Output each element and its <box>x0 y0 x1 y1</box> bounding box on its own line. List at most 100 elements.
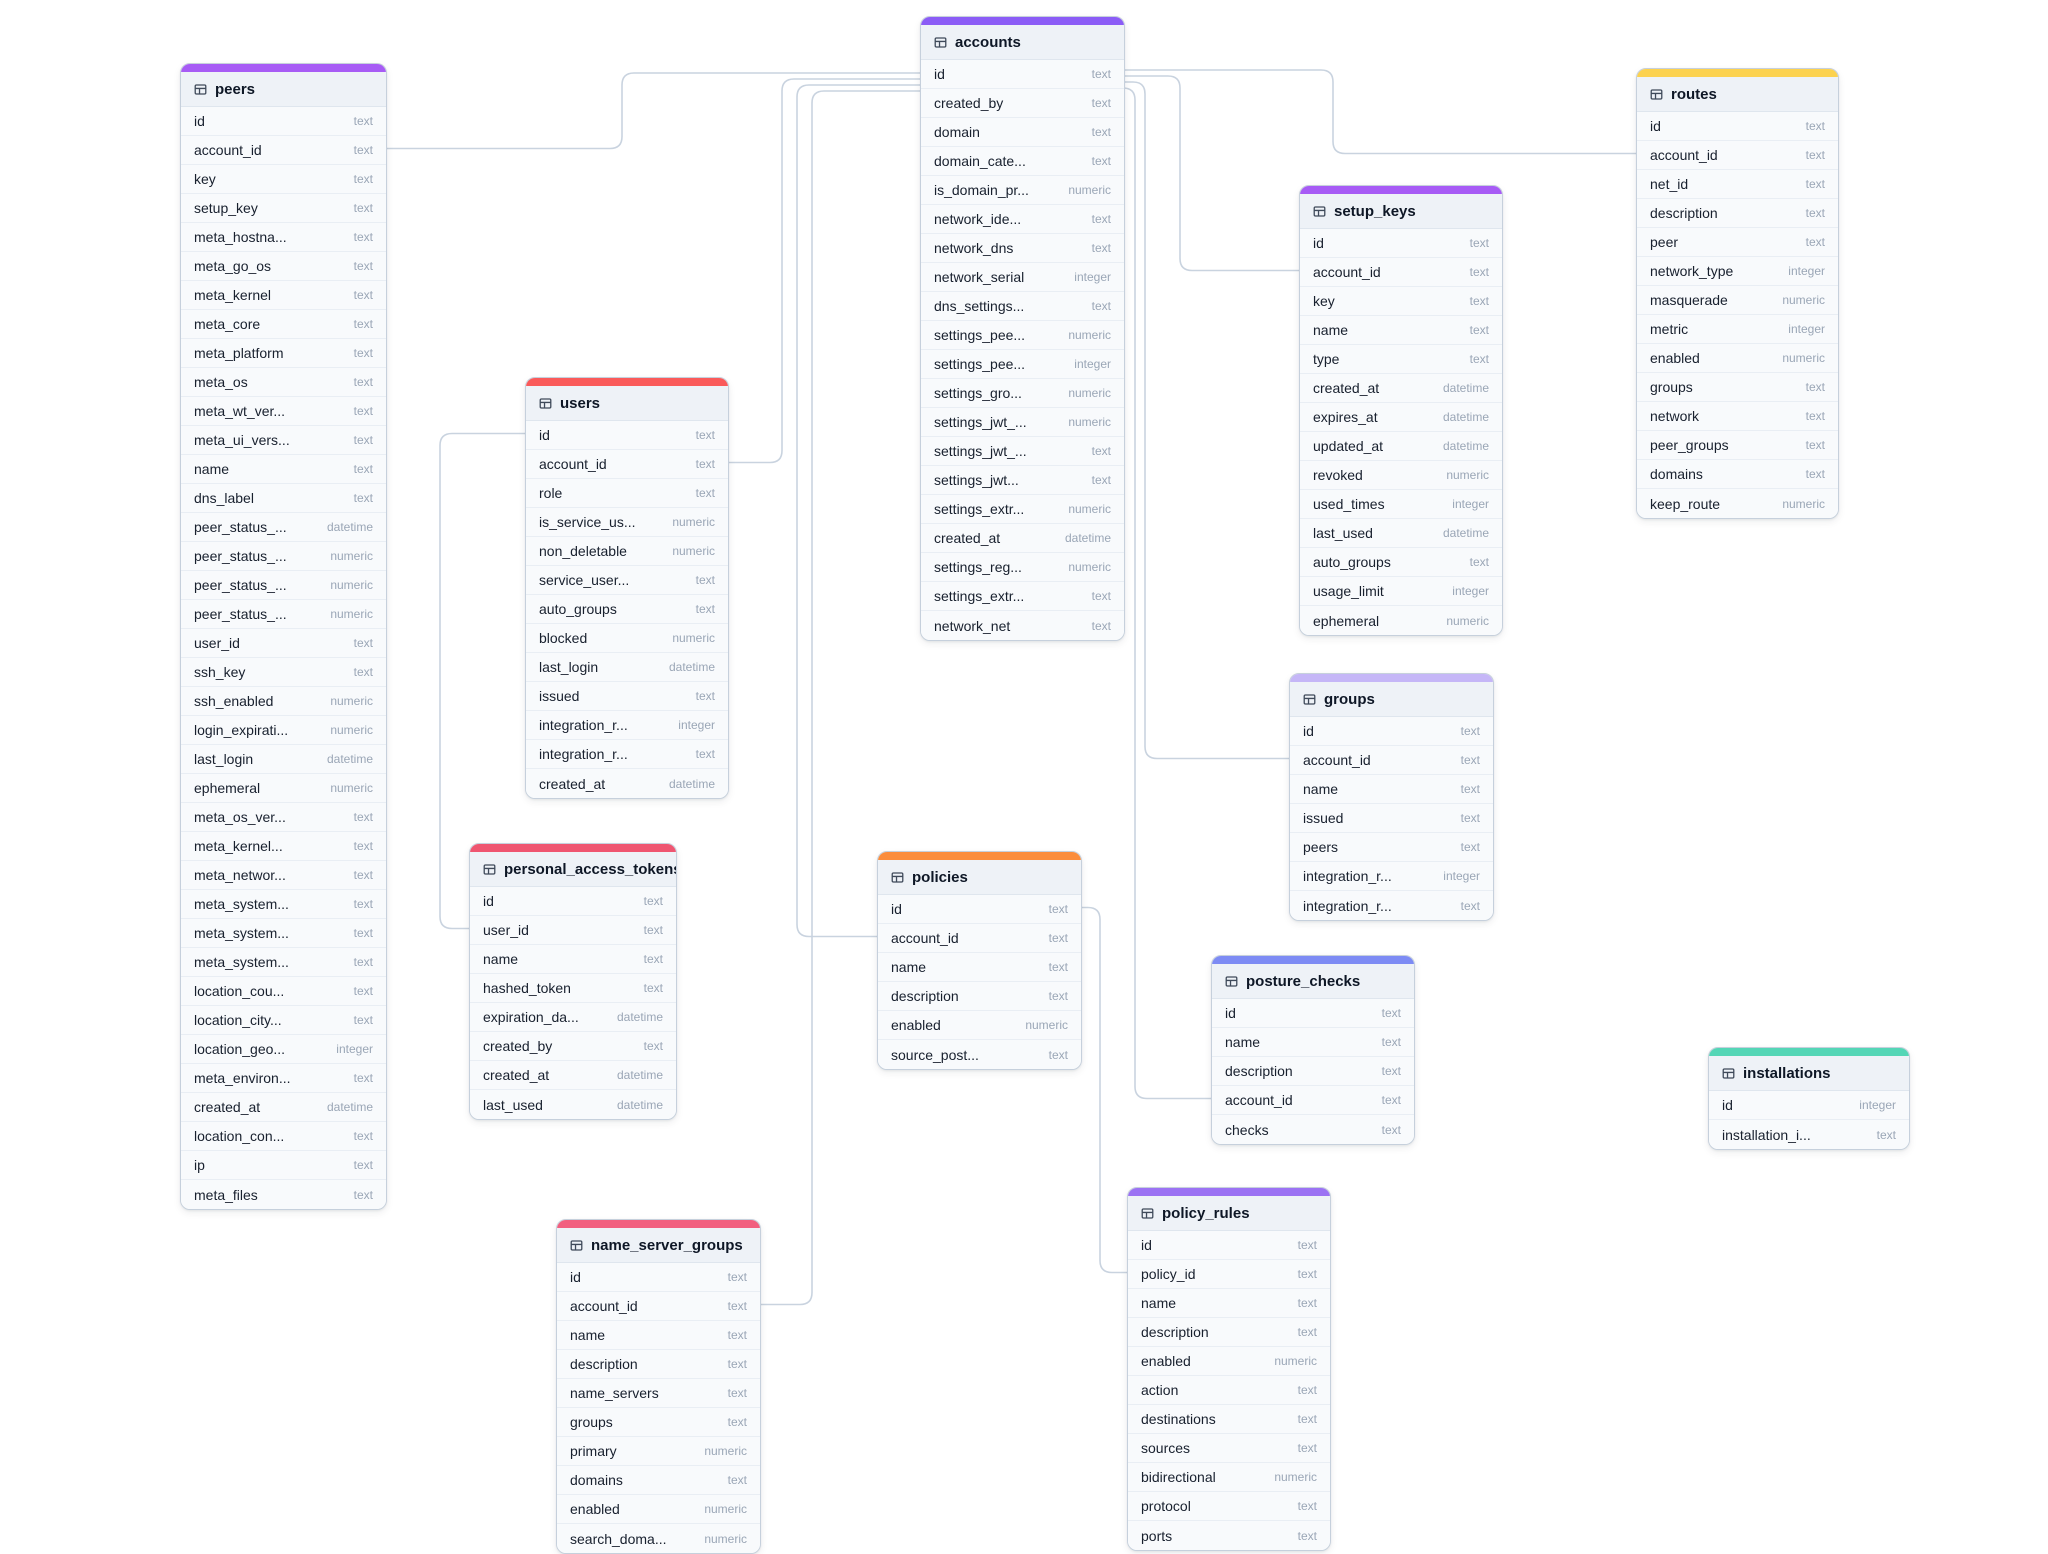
field-row[interactable]: location_geo...integer <box>181 1035 386 1064</box>
field-row[interactable]: integration_r...integer <box>1290 862 1493 891</box>
field-row[interactable]: integration_r...text <box>1290 891 1493 920</box>
table-header[interactable]: posture_checks <box>1212 964 1414 999</box>
field-row[interactable]: expiration_da...datetime <box>470 1003 676 1032</box>
field-row[interactable]: service_user...text <box>526 566 728 595</box>
field-row[interactable]: meta_system...text <box>181 948 386 977</box>
field-row[interactable]: settings_extr...text <box>921 582 1124 611</box>
field-row[interactable]: meta_ui_vers...text <box>181 426 386 455</box>
field-row[interactable]: peer_status_...numeric <box>181 571 386 600</box>
field-row[interactable]: installation_i...text <box>1709 1120 1909 1149</box>
field-row[interactable]: meta_os_ver...text <box>181 803 386 832</box>
field-row[interactable]: meta_wt_ver...text <box>181 397 386 426</box>
field-row[interactable]: settings_jwt_...text <box>921 437 1124 466</box>
field-row[interactable]: is_service_us...numeric <box>526 508 728 537</box>
field-row[interactable]: domain_cate...text <box>921 147 1124 176</box>
field-row[interactable]: peer_status_...numeric <box>181 542 386 571</box>
table-header[interactable]: name_server_groups <box>557 1228 760 1263</box>
table-header[interactable]: policies <box>878 860 1081 895</box>
table-header[interactable]: accounts <box>921 25 1124 60</box>
field-row[interactable]: peer_status_...datetime <box>181 513 386 542</box>
field-row[interactable]: meta_kernel...text <box>181 832 386 861</box>
field-row[interactable]: location_cou...text <box>181 977 386 1006</box>
table-header[interactable]: policy_rules <box>1128 1196 1330 1231</box>
field-row[interactable]: network_ide...text <box>921 205 1124 234</box>
field-row[interactable]: meta_system...text <box>181 919 386 948</box>
table-header[interactable]: setup_keys <box>1300 194 1502 229</box>
field-row[interactable]: meta_networ...text <box>181 861 386 890</box>
table-header[interactable]: groups <box>1290 682 1493 717</box>
field-row[interactable]: login_expirati...numeric <box>181 716 386 745</box>
table-header[interactable]: peers <box>181 72 386 107</box>
field-row[interactable]: settings_pee...numeric <box>921 321 1124 350</box>
field-row[interactable]: location_city...text <box>181 1006 386 1035</box>
field-row[interactable]: settings_pee...integer <box>921 350 1124 379</box>
